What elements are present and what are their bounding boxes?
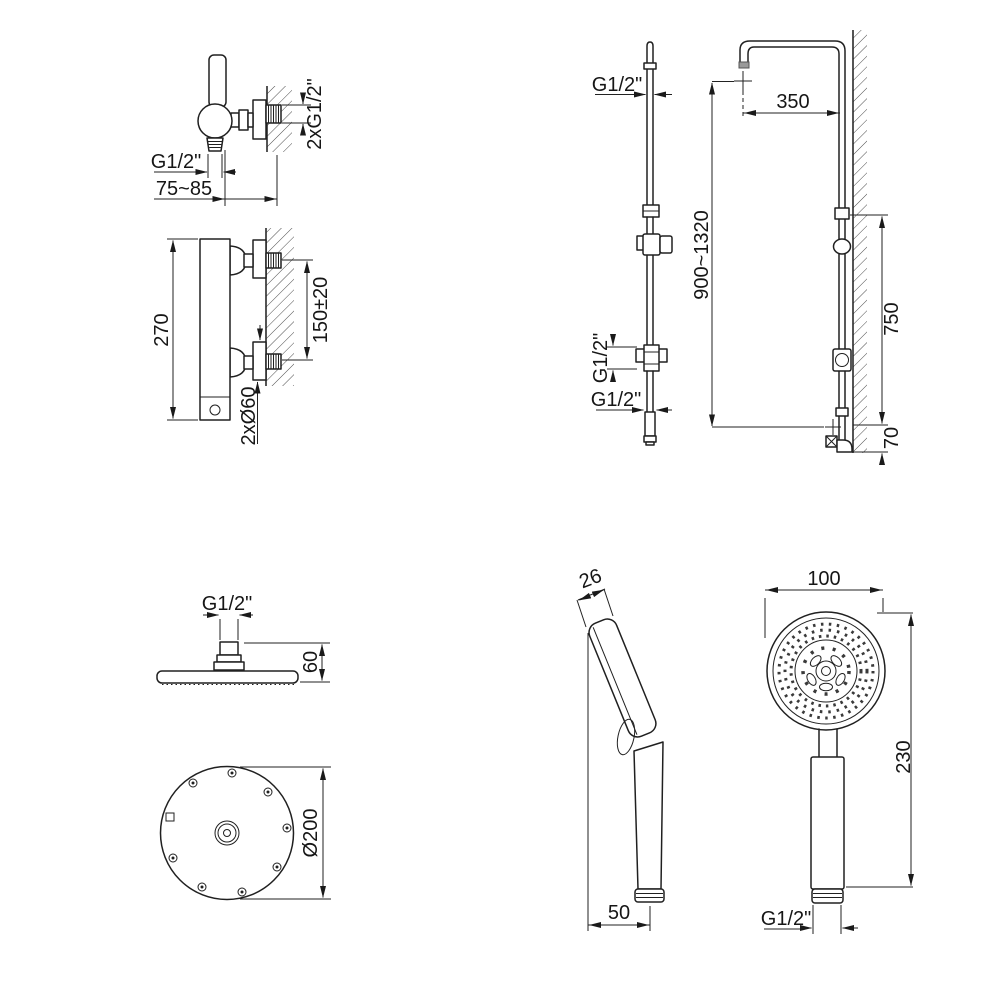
dim-label-arm-reach: 350: [776, 91, 809, 113]
dim-label-column-upper: 750: [881, 302, 903, 335]
overhead-shower-side-view: G1/2" 60: [156, 593, 330, 685]
dim-label-hand-base: 50: [608, 902, 630, 924]
dim-label-valve-2xg12: 2xG1/2": [304, 78, 326, 150]
hand-shower-front-view: 100 230 G1/2": [761, 568, 915, 934]
hand-shower-side-view: 26 50: [576, 565, 665, 931]
dim-label-mixer-height: 270: [151, 313, 173, 346]
overhead-shower-top-view: Ø200: [159, 765, 331, 901]
nozzle-rings: [777, 622, 875, 720]
dim-label-mixer-escutcheon: 2xØ60: [238, 387, 260, 446]
dim-label-riser-g12-top: G1/2": [592, 74, 642, 96]
dim-label-hand-length: 230: [893, 740, 915, 773]
riser-front-view: G1/2" G1/2" G1/2" 900~1320: [590, 41, 824, 446]
dim-label-mixer-spacing: 150±20: [310, 277, 332, 344]
nozzle-screws: [165, 768, 292, 897]
dim-label-hand-g12: G1/2": [761, 908, 811, 930]
valve-side-view: G1/2" 75~85 2xG1/2": [151, 54, 326, 206]
dim-label-overhead-g12: G1/2": [202, 593, 252, 615]
dim-label-hand-width: 100: [807, 568, 840, 590]
dim-label-riser-height: 900~1320: [691, 210, 713, 300]
dim-label-overhead-diameter: Ø200: [300, 809, 322, 858]
dim-label-valve-depth: 75~85: [156, 178, 212, 200]
dim-label-riser-g12-bottom: G1/2": [591, 389, 641, 411]
mixer-front-view: 270 150±20 2xØ60: [151, 228, 332, 445]
dim-label-valve-g12: G1/2": [151, 151, 201, 173]
column-side-view: 350 750 70: [734, 30, 903, 465]
dim-label-riser-g12-mid: G1/2": [590, 333, 612, 383]
spray-slots: [806, 655, 846, 692]
wall-hatch: [853, 30, 867, 453]
dim-label-overhead-height: 60: [300, 651, 322, 673]
dim-label-column-lower: 70: [881, 427, 903, 449]
